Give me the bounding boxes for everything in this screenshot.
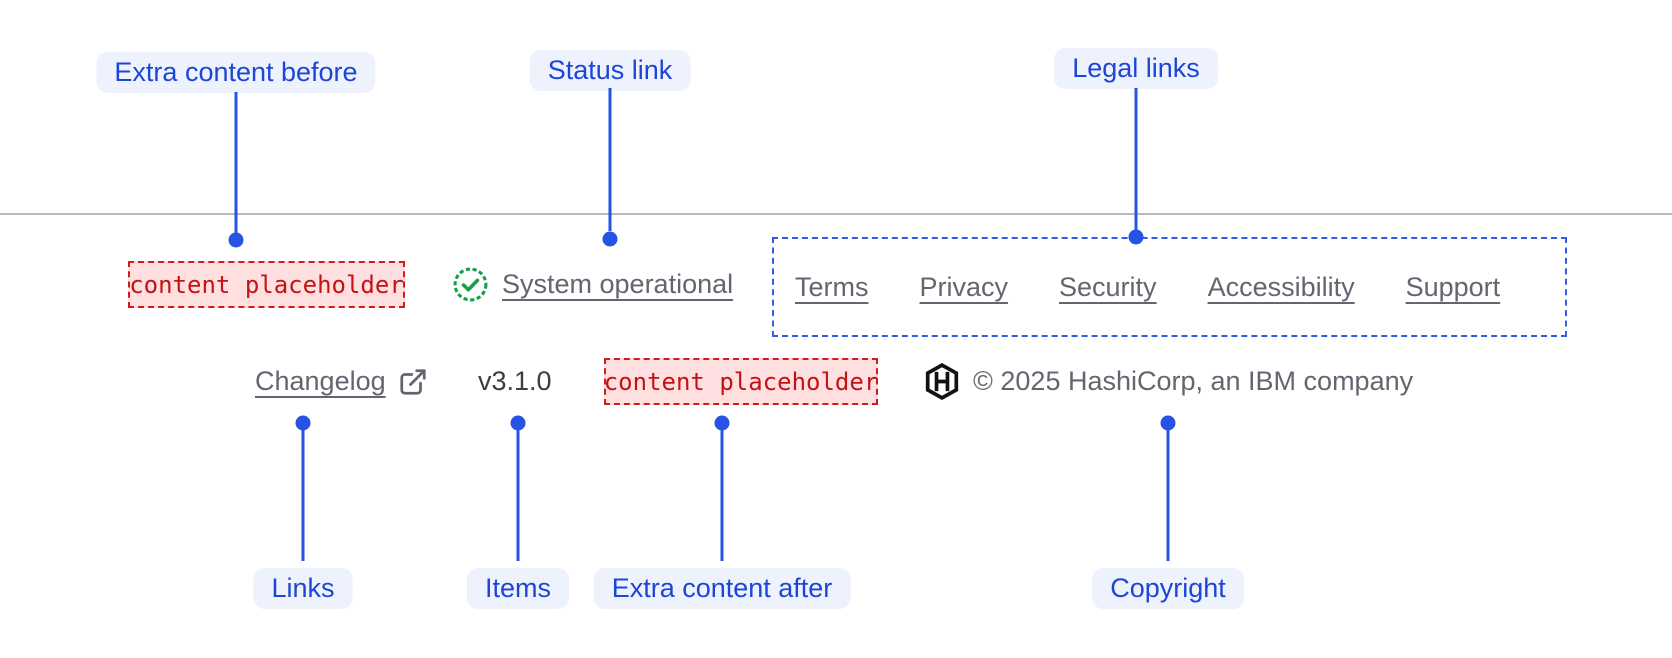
copyright-text: © 2025 HashiCorp, an IBM company: [973, 366, 1414, 396]
copyright-group: © 2025 HashiCorp, an IBM company: [925, 358, 1413, 405]
callout-items: Items: [466, 568, 570, 609]
connector-dot: [602, 231, 618, 247]
connector-line: [720, 430, 724, 561]
callout-links: Links: [253, 568, 353, 609]
legal-link-privacy[interactable]: Privacy: [919, 271, 1009, 302]
hashicorp-logo-icon: [925, 363, 959, 400]
legal-link-terms[interactable]: Terms: [795, 271, 869, 302]
extra-content-before-placeholder: content placeholder: [128, 261, 405, 308]
status-link[interactable]: System operational: [452, 261, 733, 308]
callout-legal-links: Legal links: [1054, 48, 1218, 89]
placeholder-text: content placeholder: [129, 270, 404, 299]
callout-extra-content-before: Extra content before: [96, 52, 376, 93]
connector-dot: [228, 232, 244, 248]
callout-copyright: Copyright: [1092, 568, 1244, 609]
connector-dot: [714, 415, 730, 431]
connector-line: [301, 430, 305, 561]
connector-line: [1134, 88, 1138, 230]
connector-dot: [1160, 415, 1176, 431]
links-group: Changelog: [255, 358, 428, 405]
version-text: v3.1.0: [478, 366, 552, 396]
connector-line: [234, 92, 238, 233]
connector-dot: [510, 415, 526, 431]
connector-dot: [295, 415, 311, 431]
connector-line: [608, 88, 612, 231]
placeholder-text: content placeholder: [603, 367, 879, 396]
connector-line: [1166, 430, 1170, 561]
check-circle-icon: [452, 266, 489, 303]
legal-link-support[interactable]: Support: [1405, 271, 1501, 302]
extra-content-after-placeholder: content placeholder: [604, 358, 878, 405]
changelog-link[interactable]: Changelog: [255, 366, 386, 396]
callout-extra-content-after: Extra content after: [593, 568, 851, 609]
external-link-icon: [398, 367, 428, 397]
legal-links-group: Terms Privacy Security Accessibility Sup…: [772, 237, 1567, 337]
footer-top-divider: [0, 213, 1672, 215]
callout-status-link: Status link: [529, 50, 691, 91]
legal-link-security[interactable]: Security: [1059, 271, 1157, 302]
connector-dot: [1128, 229, 1144, 245]
connector-line: [516, 430, 520, 561]
status-link-label[interactable]: System operational: [502, 269, 734, 299]
legal-link-accessibility[interactable]: Accessibility: [1207, 271, 1355, 302]
